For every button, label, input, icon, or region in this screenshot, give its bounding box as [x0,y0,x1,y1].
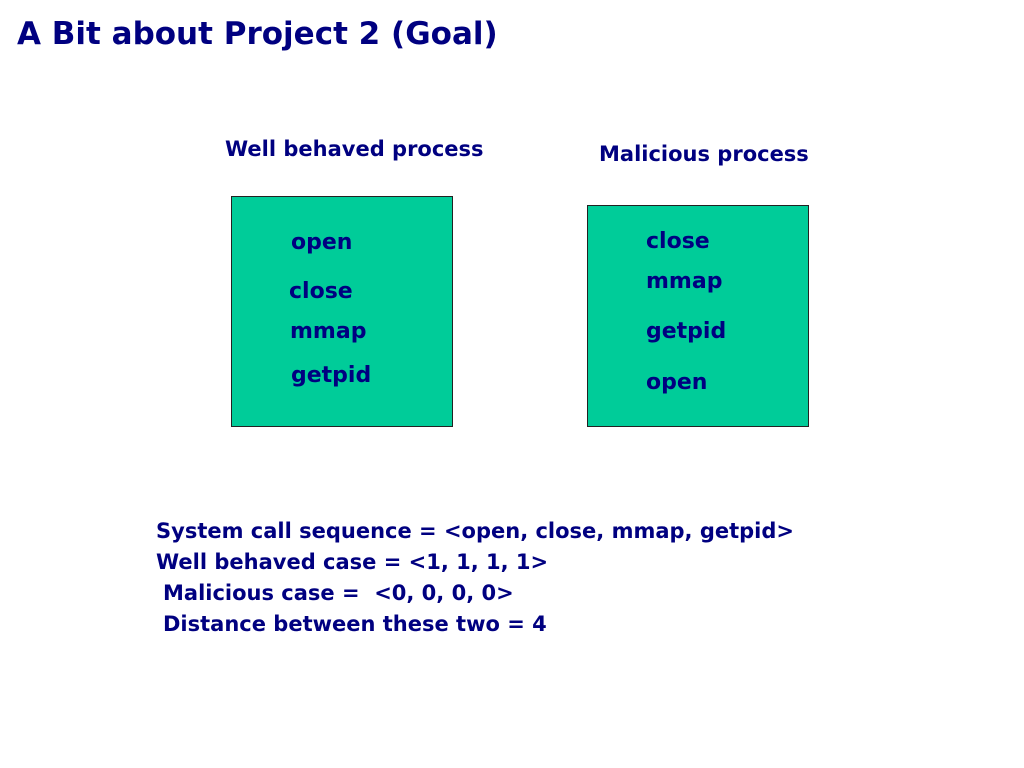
sequence-line: System call sequence = <open, close, mma… [156,519,795,543]
well-behaved-process-label: Well behaved process [225,137,484,161]
malicious-process-box: close mmap getpid open [587,205,809,427]
malicious-call-getpid: getpid [646,319,727,344]
malicious-call-open: open [646,370,708,395]
malicious-call-close: close [646,229,710,254]
well-behaved-call-mmap: mmap [290,319,367,344]
malicious-case-line: Malicious case = <0, 0, 0, 0> [163,581,514,605]
malicious-call-mmap: mmap [646,269,723,294]
well-behaved-call-close: close [289,279,353,304]
well-behaved-case-line: Well behaved case = <1, 1, 1, 1> [156,550,549,574]
distance-line: Distance between these two = 4 [163,612,547,636]
malicious-process-label: Malicious process [599,142,809,166]
slide-title: A Bit about Project 2 (Goal) [17,16,498,52]
well-behaved-call-open: open [291,230,353,255]
well-behaved-call-getpid: getpid [291,363,372,388]
well-behaved-process-box: open close mmap getpid [231,196,453,427]
